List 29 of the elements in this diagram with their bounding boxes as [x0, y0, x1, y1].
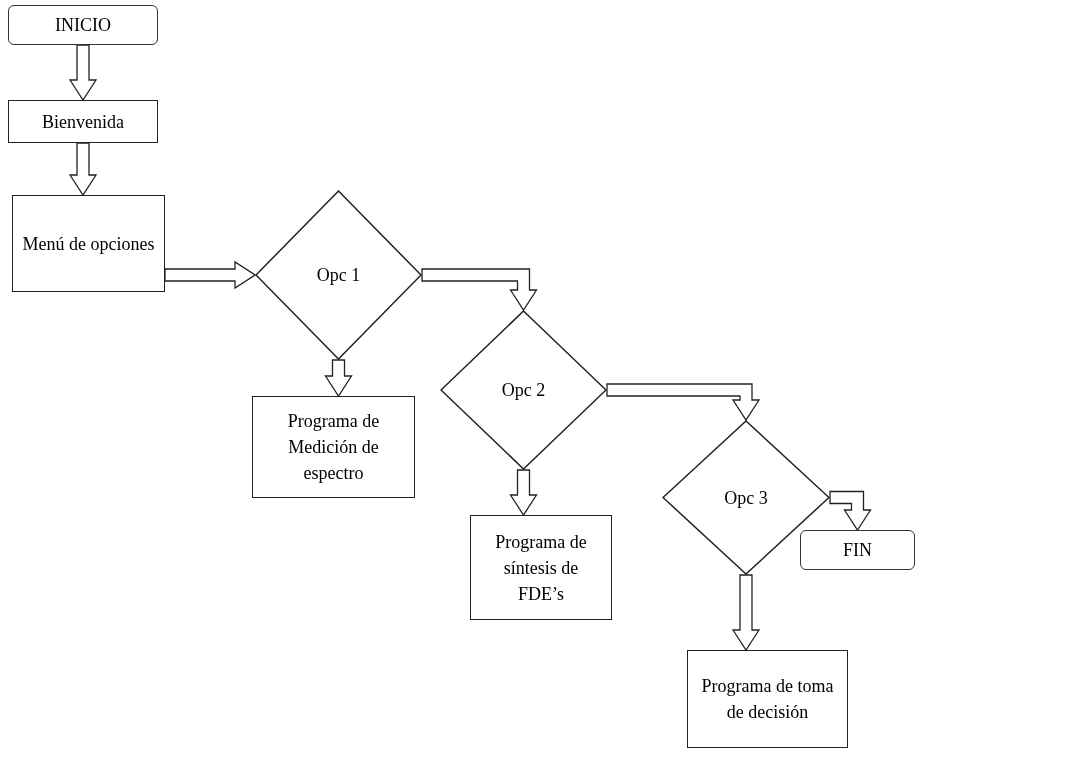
node-label: FIN	[842, 539, 873, 562]
block-arrow	[421, 268, 538, 312]
process-box	[687, 650, 848, 748]
block-arrow	[68, 44, 98, 102]
block-arrow	[829, 490, 872, 532]
decision-diamond	[255, 190, 422, 360]
block-arrow	[606, 383, 761, 422]
block-arrow	[509, 469, 538, 517]
process-box	[8, 100, 158, 143]
block-arrow	[731, 574, 761, 652]
decision-diamond	[440, 310, 607, 470]
node-label: Programa de Medición de espectro	[286, 410, 381, 485]
block-arrow	[324, 359, 353, 398]
node-label: Menú de opciones	[21, 232, 156, 256]
node-label: Programa de síntesis de FDE’s	[494, 530, 588, 606]
node-label: INICIO	[54, 14, 112, 37]
node-label: Bienvenida	[41, 110, 125, 134]
block-arrow	[164, 260, 257, 290]
block-arrow	[68, 142, 98, 197]
process-box	[12, 195, 165, 292]
node-label: Opc 1	[315, 264, 362, 287]
decision-diamond	[662, 420, 830, 575]
node-label: Opc 3	[723, 486, 769, 510]
node-label: Opc 2	[500, 379, 547, 402]
node-label: Programa de toma de decisión	[700, 675, 835, 724]
terminal-box	[800, 530, 915, 570]
process-box	[470, 515, 612, 620]
terminal-box	[8, 5, 158, 45]
process-box	[252, 396, 415, 498]
